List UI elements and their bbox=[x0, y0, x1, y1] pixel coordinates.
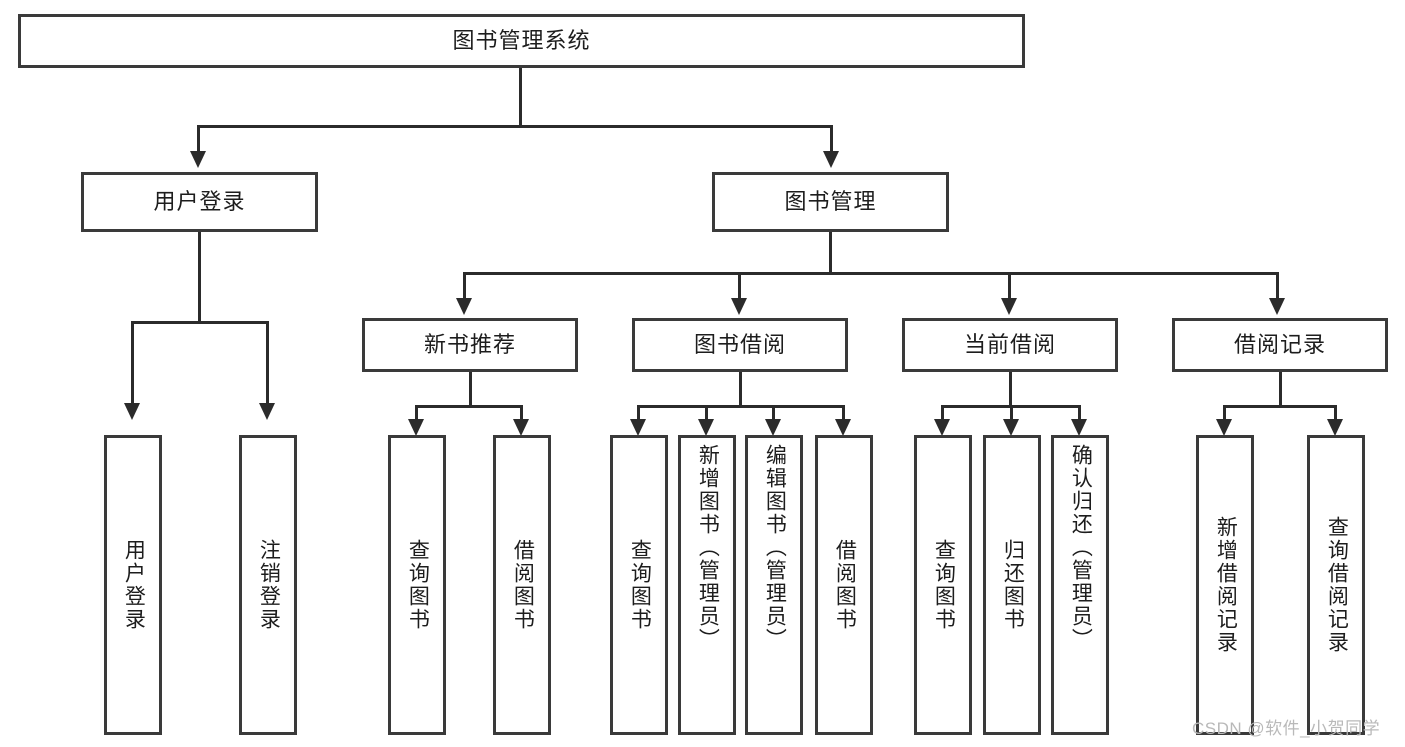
arrow-leaf-bookborrow-2 bbox=[765, 419, 781, 436]
arrow-leaf-curborrow-0 bbox=[934, 419, 950, 436]
node-label: 用户登录 bbox=[122, 539, 146, 631]
edge-drop-lvl3-1 bbox=[738, 272, 741, 300]
node-label: 用户登录 bbox=[153, 188, 246, 214]
edge-drop-leaf-user-login-0 bbox=[131, 321, 134, 405]
node-label: 借阅图书 bbox=[833, 539, 857, 631]
edge-drop-leaf-user-login-1 bbox=[266, 321, 269, 405]
edge-drop-leaf-bookborrow-3 bbox=[842, 405, 845, 423]
arrow-lvl3-3 bbox=[1269, 298, 1285, 315]
node-label: 新增借阅记录 bbox=[1214, 516, 1238, 654]
arrow-lvl3-2 bbox=[1001, 298, 1017, 315]
edge-root-bus bbox=[197, 125, 833, 128]
edge-new-book-bus bbox=[415, 405, 523, 408]
node-book-manage[interactable]: 图书管理 bbox=[712, 172, 949, 232]
arrow-leaf-record-0 bbox=[1216, 419, 1232, 436]
edge-root-stem bbox=[519, 68, 522, 125]
edge-borrow-record-stem bbox=[1279, 372, 1282, 405]
arrow-leaf-record-1 bbox=[1327, 419, 1343, 436]
node-new-book-recommend[interactable]: 新书推荐 bbox=[362, 318, 578, 372]
edge-drop-user-login bbox=[197, 125, 200, 153]
node-label: 编辑图书（管理员） bbox=[763, 444, 787, 651]
edge-drop-lvl3-3 bbox=[1276, 272, 1279, 300]
edge-book-borrow-stem bbox=[739, 372, 742, 405]
edge-drop-leaf-record-0 bbox=[1223, 405, 1226, 423]
node-label: 查询图书 bbox=[628, 539, 652, 631]
node-label: 新书推荐 bbox=[423, 331, 516, 357]
arrow-leaf-user-login-1 bbox=[259, 403, 275, 420]
node-label: 注销登录 bbox=[257, 539, 281, 631]
node-root-system[interactable]: 图书管理系统 bbox=[18, 14, 1025, 68]
edge-borrow-record-bus bbox=[1223, 405, 1337, 408]
node-borrow-record[interactable]: 借阅记录 bbox=[1172, 318, 1388, 372]
leaf-current-borrow-1[interactable]: 归还图书 bbox=[983, 435, 1041, 735]
arrow-lvl3-0 bbox=[456, 298, 472, 315]
node-label: 当前借阅 bbox=[963, 331, 1056, 357]
edge-drop-leaf-record-1 bbox=[1334, 405, 1337, 423]
watermark-text: CSDN @软件_小贺同学 bbox=[1192, 719, 1381, 738]
edge-book-manage-bus bbox=[463, 272, 1279, 275]
leaf-user-login-0[interactable]: 用户登录 bbox=[104, 435, 162, 735]
node-label: 查询图书 bbox=[932, 539, 956, 631]
leaf-new-book-1[interactable]: 借阅图书 bbox=[493, 435, 551, 735]
edge-new-book-stem bbox=[469, 372, 472, 405]
edge-book-manage-stem bbox=[829, 232, 832, 272]
edge-drop-leaf-curborrow-0 bbox=[941, 405, 944, 423]
node-label: 借阅图书 bbox=[511, 539, 535, 631]
node-label: 借阅记录 bbox=[1233, 331, 1326, 357]
node-label: 新增图书（管理员） bbox=[696, 444, 720, 651]
node-current-borrow[interactable]: 当前借阅 bbox=[902, 318, 1118, 372]
leaf-book-borrow-2[interactable]: 编辑图书（管理员） bbox=[745, 435, 803, 735]
arrow-leaf-curborrow-1 bbox=[1003, 419, 1019, 436]
node-label: 图书借阅 bbox=[693, 331, 786, 357]
leaf-current-borrow-2[interactable]: 确认归还（管理员） bbox=[1051, 435, 1109, 735]
edge-drop-leaf-newbook-1 bbox=[520, 405, 523, 423]
node-label: 图书管理 bbox=[784, 188, 877, 214]
arrow-leaf-bookborrow-1 bbox=[698, 419, 714, 436]
node-label: 归还图书 bbox=[1001, 539, 1025, 631]
edge-drop-leaf-bookborrow-1 bbox=[705, 405, 708, 423]
edge-drop-leaf-curborrow-2 bbox=[1078, 405, 1081, 423]
edge-drop-leaf-bookborrow-2 bbox=[772, 405, 775, 423]
node-book-borrow[interactable]: 图书借阅 bbox=[632, 318, 848, 372]
edge-drop-book-manage bbox=[830, 125, 833, 153]
leaf-book-borrow-3[interactable]: 借阅图书 bbox=[815, 435, 873, 735]
node-label: 确认归还（管理员） bbox=[1069, 444, 1093, 651]
leaf-borrow-record-1[interactable]: 查询借阅记录 bbox=[1307, 435, 1365, 735]
edge-drop-lvl3-2 bbox=[1008, 272, 1011, 300]
leaf-current-borrow-0[interactable]: 查询图书 bbox=[914, 435, 972, 735]
arrow-book-manage bbox=[823, 151, 839, 168]
edge-drop-lvl3-0 bbox=[463, 272, 466, 300]
arrow-lvl3-1 bbox=[731, 298, 747, 315]
leaf-user-login-1[interactable]: 注销登录 bbox=[239, 435, 297, 735]
edge-drop-leaf-bookborrow-0 bbox=[637, 405, 640, 423]
edge-drop-leaf-curborrow-1 bbox=[1010, 405, 1013, 423]
leaf-book-borrow-0[interactable]: 查询图书 bbox=[610, 435, 668, 735]
arrow-user-login bbox=[190, 151, 206, 168]
node-label: 查询图书 bbox=[406, 539, 430, 631]
leaf-new-book-0[interactable]: 查询图书 bbox=[388, 435, 446, 735]
edge-current-borrow-stem bbox=[1009, 372, 1012, 405]
arrow-leaf-newbook-1 bbox=[513, 419, 529, 436]
arrow-leaf-curborrow-2 bbox=[1071, 419, 1087, 436]
arrow-leaf-user-login-0 bbox=[124, 403, 140, 420]
arrow-leaf-newbook-0 bbox=[408, 419, 424, 436]
leaf-borrow-record-0[interactable]: 新增借阅记录 bbox=[1196, 435, 1254, 735]
edge-drop-leaf-newbook-0 bbox=[415, 405, 418, 423]
edge-book-borrow-bus bbox=[637, 405, 845, 408]
node-label: 图书管理系统 bbox=[452, 27, 591, 53]
leaf-book-borrow-1[interactable]: 新增图书（管理员） bbox=[678, 435, 736, 735]
edge-user-login-stem bbox=[198, 232, 201, 321]
arrow-leaf-bookborrow-3 bbox=[835, 419, 851, 436]
node-label: 查询借阅记录 bbox=[1325, 516, 1349, 654]
edge-user-login-bus bbox=[131, 321, 269, 324]
arrow-leaf-bookborrow-0 bbox=[630, 419, 646, 436]
node-user-login[interactable]: 用户登录 bbox=[81, 172, 318, 232]
